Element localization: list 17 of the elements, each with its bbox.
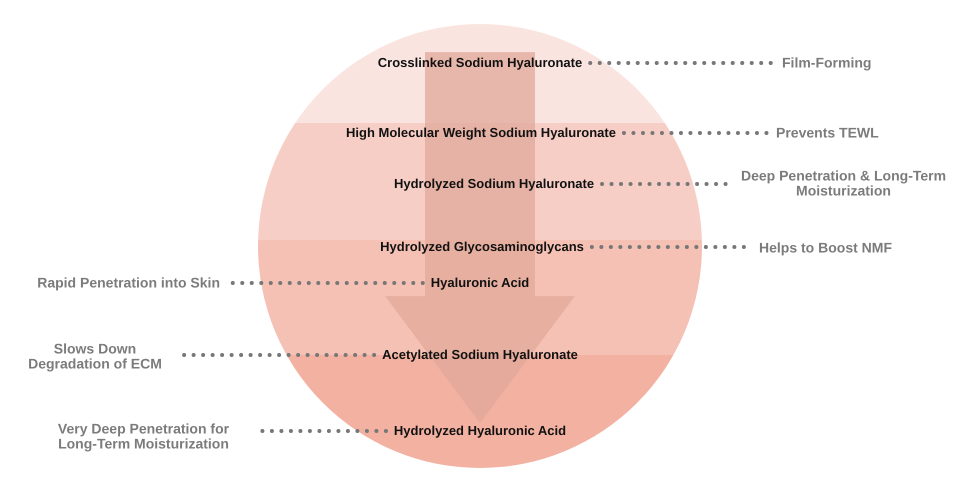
ingredient-label: Hyaluronic Acid <box>430 276 530 290</box>
ingredient-label: Hydrolyzed Hyaluronic Acid <box>394 424 566 438</box>
benefit-label: Rapid Penetration into Skin <box>37 276 220 290</box>
benefit-label: Deep Penetration & Long-Term Moisturization <box>736 168 951 198</box>
block-arrow <box>385 52 575 424</box>
dotted-leader-line <box>600 182 730 186</box>
dotted-leader-line <box>622 131 770 135</box>
benefit-label: Slows Down Degradation of ECM <box>20 341 170 371</box>
ingredient-label: High Molecular Weight Sodium Hyaluronate <box>346 126 616 140</box>
benefit-label: Prevents TEWL <box>776 126 879 140</box>
benefit-label: Very Deep Penetration for Long-Term Moisturization <box>41 421 246 451</box>
ingredient-label: Crosslinked Sodium Hyaluronate <box>378 56 582 70</box>
ingredient-label: Acetylated Sodium Hyaluronate <box>382 348 578 362</box>
ingredient-label: Hydrolyzed Sodium Hyaluronate <box>394 177 594 191</box>
benefit-label: Film-Forming <box>782 56 872 70</box>
ingredient-label: Hydrolyzed Glycosaminoglycans <box>380 240 584 254</box>
benefit-label: Helps to Boost NMF <box>759 240 892 256</box>
